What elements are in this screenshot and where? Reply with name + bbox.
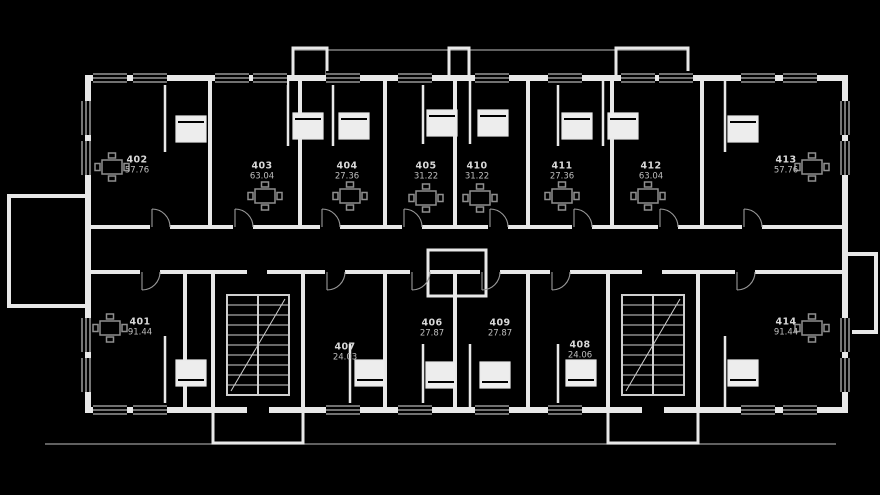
apartment-label-408: 408 24.06 — [567, 339, 593, 362]
apartment-number: 401 — [129, 316, 151, 328]
site-outline-lines — [45, 49, 836, 445]
apartment-number: 404 — [336, 160, 358, 172]
apartment-area: 57.76 — [124, 166, 150, 177]
apartment-number: 402 — [126, 154, 148, 166]
apartment-label-407: 407 24.03 — [332, 341, 358, 364]
apartment-number: 406 — [421, 317, 443, 329]
apartment-label-412: 412 63.04 — [638, 160, 664, 183]
apartment-label-411: 411 27.36 — [549, 160, 575, 183]
apartment-area: 27.87 — [487, 329, 513, 340]
apartment-number: 409 — [489, 317, 511, 329]
apartment-number: 403 — [251, 160, 273, 172]
apartment-number: 413 — [775, 154, 797, 166]
apartment-area: 27.36 — [549, 172, 575, 183]
apartment-area: 91.44 — [773, 328, 799, 339]
apartment-area: 24.06 — [567, 351, 593, 362]
apartment-number: 407 — [334, 341, 356, 353]
apartment-label-402: 402 57.76 — [124, 154, 150, 177]
apartment-number: 412 — [640, 160, 662, 172]
apartment-area: 57.76 — [773, 166, 799, 177]
apartment-number: 411 — [551, 160, 573, 172]
apartment-label-403: 403 63.04 — [249, 160, 275, 183]
apartment-label-401: 401 91.44 — [127, 316, 153, 339]
entrance-openings — [247, 404, 664, 416]
apartment-label-413: 413 57.76 — [773, 154, 799, 177]
interior-walls — [88, 78, 845, 410]
apartment-label-409: 409 27.87 — [487, 317, 513, 340]
apartment-label-410: 410 31.22 — [464, 160, 490, 183]
apartment-label-414: 414 91.44 — [773, 316, 799, 339]
apartment-label-406: 406 27.87 — [419, 317, 445, 340]
apartment-number: 414 — [775, 316, 797, 328]
apartment-area: 24.03 — [332, 353, 358, 364]
table-icons — [92, 152, 830, 343]
apartment-number: 410 — [466, 160, 488, 172]
apartment-number: 408 — [569, 339, 591, 351]
apartment-label-405: 405 31.22 — [413, 160, 439, 183]
apartment-area: 27.36 — [334, 172, 360, 183]
door-arcs — [141, 208, 763, 291]
apartment-area: 63.04 — [638, 172, 664, 183]
apartment-area: 31.22 — [413, 172, 439, 183]
apartment-number: 405 — [415, 160, 437, 172]
apartment-label-404: 404 27.36 — [334, 160, 360, 183]
stairs-icon-right — [621, 294, 685, 396]
apartment-area: 91.44 — [127, 328, 153, 339]
apartment-area: 63.04 — [249, 172, 275, 183]
apartment-area: 31.22 — [464, 172, 490, 183]
apartment-area: 27.87 — [419, 329, 445, 340]
stairs-icon-left — [226, 294, 290, 396]
